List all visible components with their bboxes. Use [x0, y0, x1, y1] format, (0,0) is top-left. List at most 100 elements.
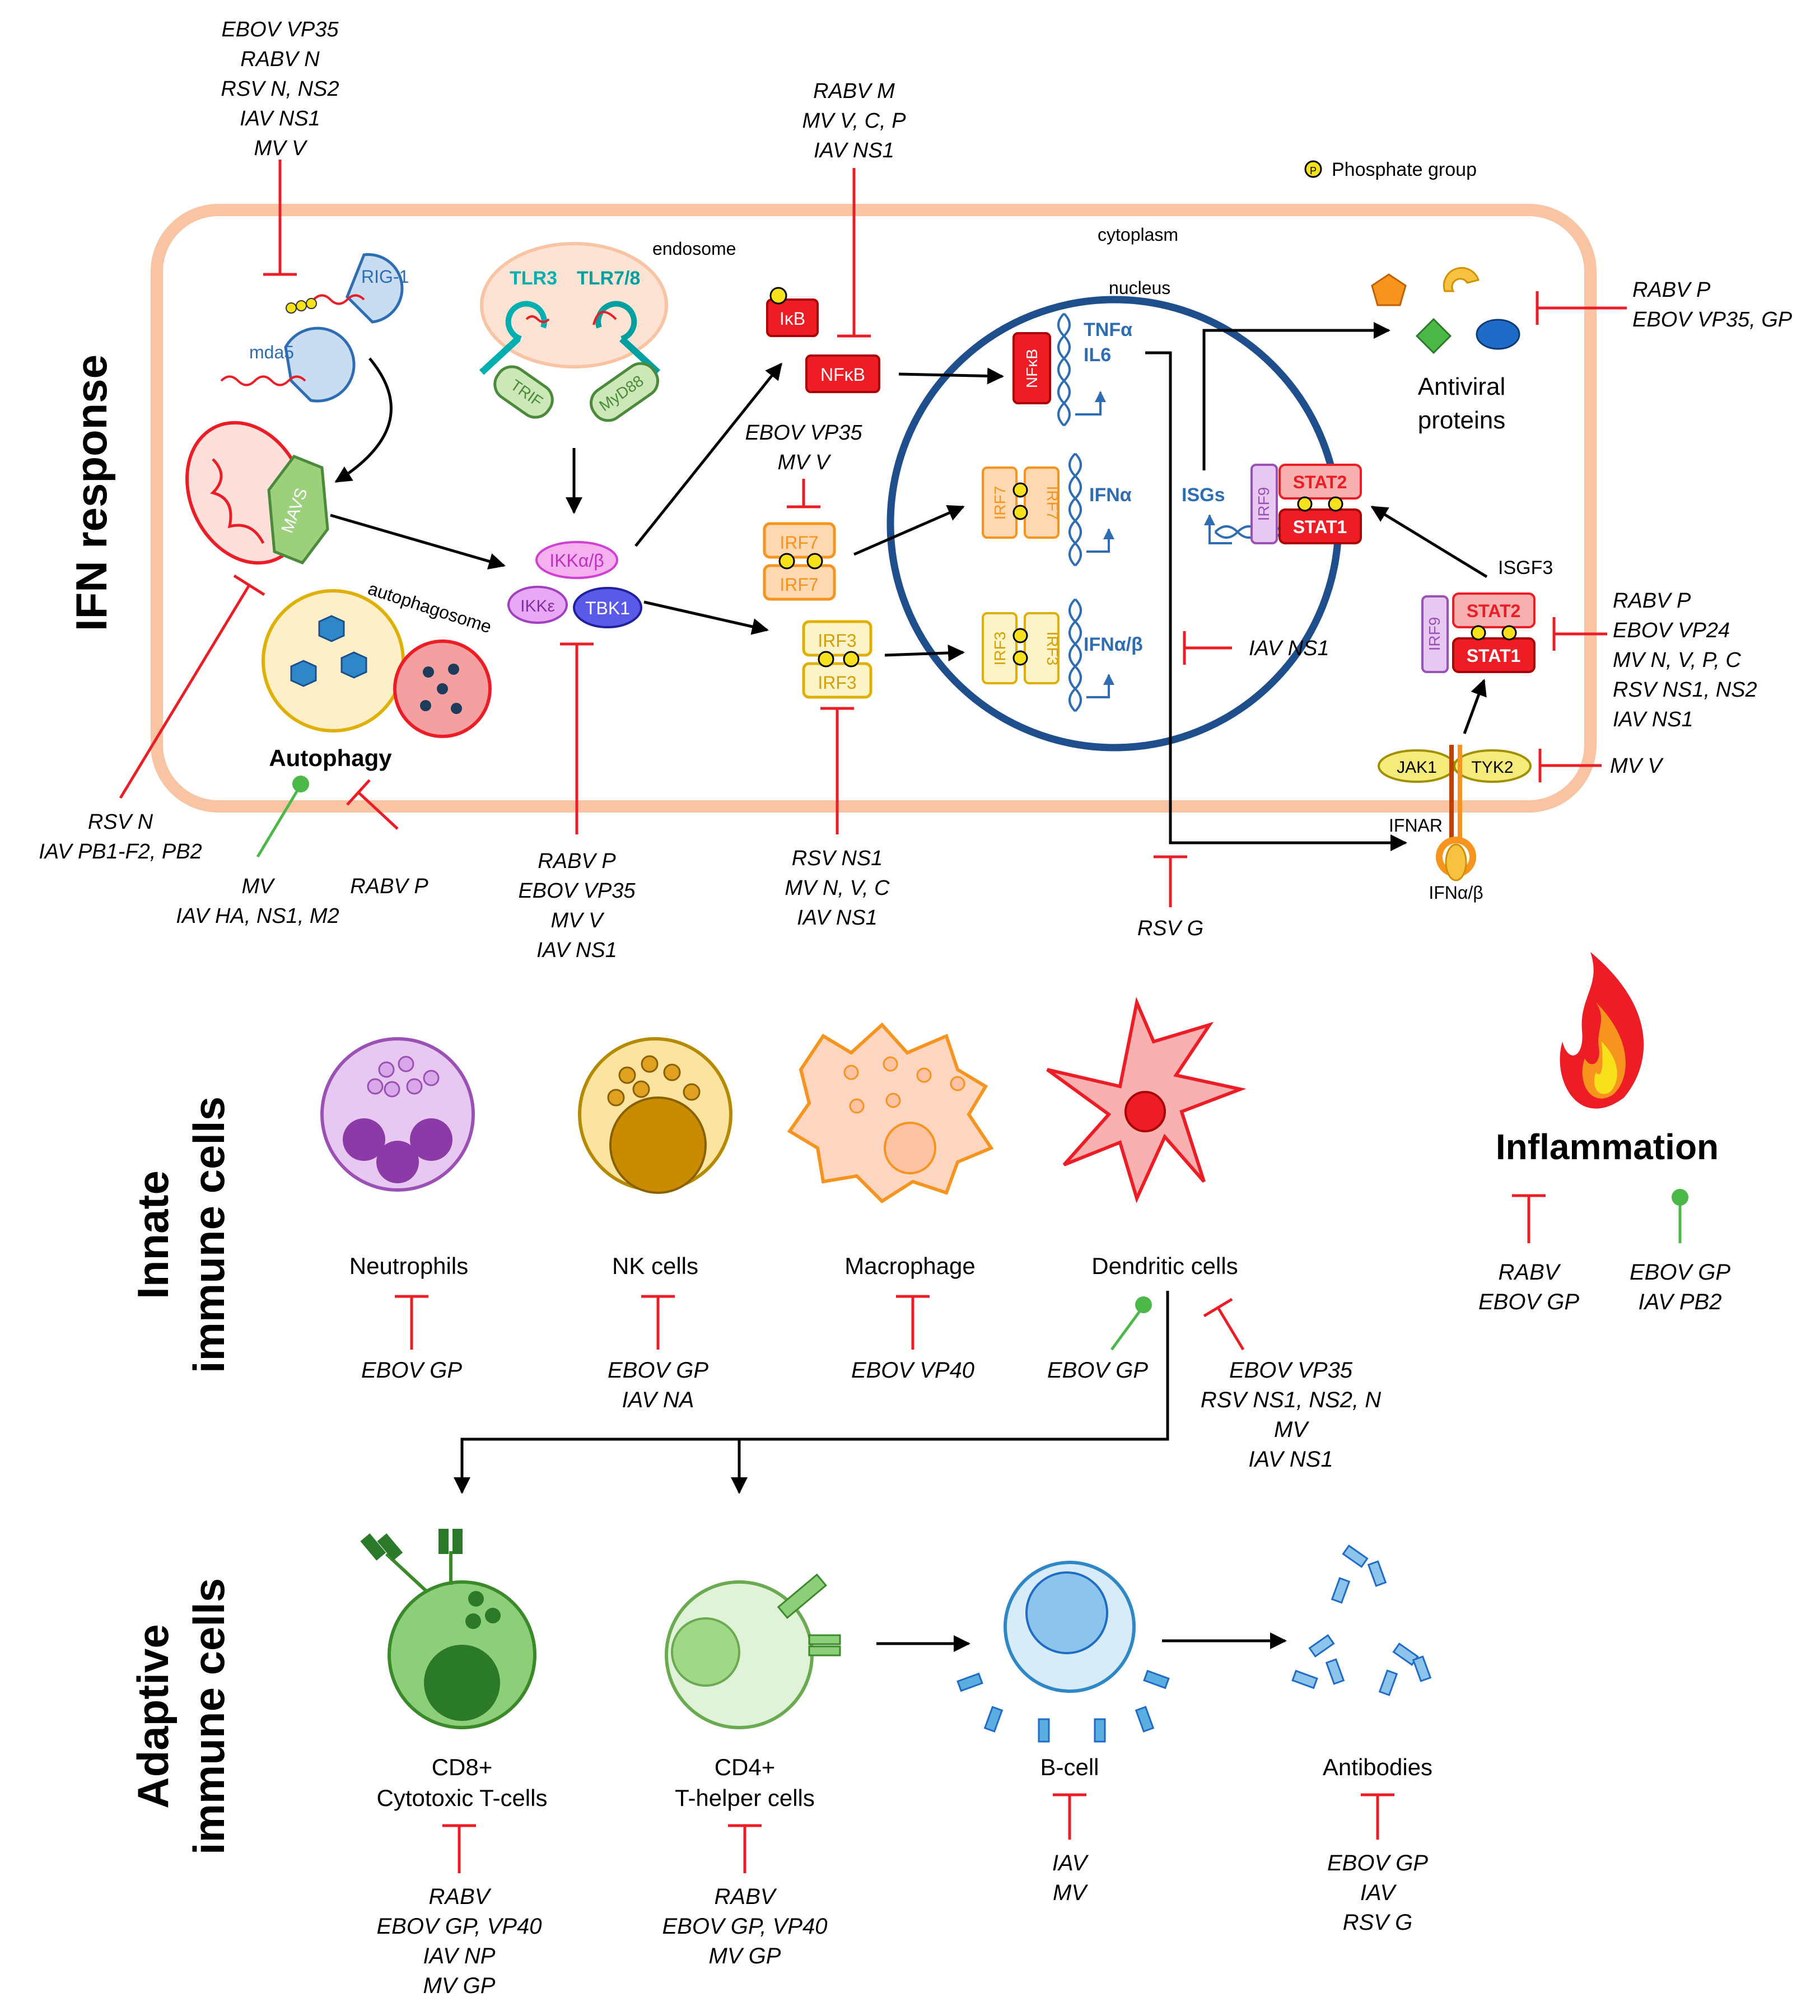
- innate-dendritic-block-4: IAV NS1: [1248, 1447, 1333, 1472]
- irf7-label-bottom: IRF7: [780, 575, 818, 595]
- arrow-ikk-to-nfkb: [634, 362, 782, 547]
- ifna-label: IFNα: [1089, 484, 1132, 506]
- ifnab-ligand-label: IFNα/β: [1429, 883, 1483, 903]
- annotation-rig-block-line-5: MV V: [254, 137, 309, 160]
- irf3-label-top: IRF3: [818, 631, 856, 651]
- irf7-label-top: IRF7: [780, 533, 818, 553]
- annotation-mavs-block-line-1: RSV N: [88, 810, 153, 834]
- adaptive-cd4-label-2: T-helper cells: [675, 1785, 815, 1811]
- stat2-nuclear-label: STAT2: [1293, 472, 1347, 492]
- promote-inflammation: [1672, 1189, 1688, 1243]
- adaptive-antibodies-label: Antibodies: [1323, 1754, 1432, 1780]
- annotation-autophagy-block: RABV P: [350, 875, 428, 898]
- tyk2-label: TYK2: [1471, 758, 1513, 777]
- annotation-tbk-block-line-2: EBOV VP35: [518, 879, 636, 903]
- irf7-nuclear-label-2: IRF7: [1044, 486, 1061, 520]
- autophagy-vesicle: [262, 589, 405, 732]
- jak1-label: JAK1: [1397, 758, 1437, 777]
- ikb-label: IκB: [780, 309, 805, 329]
- adaptive-bcell-block-2: MV: [1053, 1880, 1088, 1905]
- irf9-cytoplasm: [1421, 595, 1449, 673]
- ifnab-label: IFNα/β: [1084, 634, 1143, 655]
- innate-neutrophils-block: EBOV GP: [361, 1358, 462, 1383]
- section-title-innate-2: immune cells: [184, 1096, 234, 1373]
- annotation-autophagy-promote-line-1: MV: [242, 875, 276, 898]
- inhibit-inflammation: [1512, 1194, 1546, 1243]
- annotation-irf7-block: EBOV VP35 MV V: [745, 421, 862, 474]
- tnfa-label: TNFα: [1084, 319, 1132, 340]
- cd8-tcell: [360, 1529, 536, 1729]
- tlr78-label: TLR7/8: [577, 268, 640, 289]
- annotation-nfkb-block-line-3: IAV NS1: [814, 139, 894, 162]
- antiviral-label-1: Antiviral: [1418, 373, 1506, 400]
- innate-dendritic-block-3: MV: [1274, 1417, 1309, 1442]
- antibodies-icon: [1291, 1544, 1432, 1696]
- inflammation-block-2: EBOV GP: [1478, 1290, 1579, 1314]
- ifnar-label: IFNAR: [1389, 815, 1443, 836]
- innate-label-macrophage: Macrophage: [844, 1253, 975, 1279]
- trif-adaptor: TRIF: [493, 365, 554, 419]
- arrow-isgf3-to-nucleus: [1370, 505, 1488, 578]
- annotation-autophagy-promote-line-2: IAV HA, NS1, M2: [176, 904, 339, 928]
- inhibit-lines-ifn: [119, 160, 1627, 907]
- arrow-mavs-to-ikk: [330, 514, 506, 570]
- irf3-dimer: IRF3 IRF3: [802, 620, 872, 699]
- ikkab-label: IKKα/β: [549, 550, 604, 571]
- section-title-ifn: IFN response: [67, 354, 116, 631]
- promote-dendritic: [1110, 1296, 1152, 1351]
- stat-cyto-p2: [1501, 625, 1517, 641]
- ifn-ligand: [1445, 843, 1467, 881]
- annotation-tbk-block-line-4: IAV NS1: [536, 939, 617, 962]
- macrophage-cell: [787, 1022, 994, 1203]
- stat-nuclear-p1: [1297, 496, 1313, 512]
- endosome: [480, 242, 668, 368]
- stat1-cytoplasm: [1452, 637, 1536, 673]
- phosphate-legend-label: Phosphate group: [1332, 159, 1477, 180]
- ikkab-kinase: [535, 541, 618, 579]
- adaptive-cd8-block-1: RABV: [429, 1884, 492, 1909]
- ifnar-receptor-stem-2: [1458, 745, 1462, 857]
- adaptive-cd8-label-2: Cytotoxic T-cells: [377, 1785, 548, 1811]
- innate-nk-block-1: EBOV GP: [608, 1358, 708, 1383]
- innate-label-nk: NK cells: [612, 1253, 698, 1279]
- nfkb-nuclear: NFκB: [1012, 332, 1051, 404]
- irf7-nuclear-label-1: IRF7: [991, 486, 1009, 520]
- annotation-stat-block-line-3: MV N, V, P, C: [1613, 648, 1741, 672]
- irf3-nuclear-label-1: IRF3: [991, 632, 1009, 666]
- inflammation-promote-2: IAV PB2: [1639, 1290, 1722, 1314]
- inhibit-lines-innate: [395, 1295, 1245, 1351]
- ikke-kinase: [507, 586, 568, 624]
- autophagosome: [393, 640, 492, 738]
- stat1-nuclear-label: STAT1: [1293, 517, 1347, 537]
- il6-label: IL6: [1084, 344, 1111, 366]
- irf9-nuclear-label: IRF9: [1255, 487, 1272, 521]
- adaptive-antibodies-block-2: IAV: [1360, 1880, 1397, 1905]
- endosome-label: endosome: [652, 239, 736, 259]
- stat2-cytoplasm-label: STAT2: [1467, 601, 1521, 621]
- cell-membrane: [151, 204, 1597, 813]
- inflammation-promote-1: EBOV GP: [1630, 1260, 1730, 1285]
- dendritic-cell: [1046, 996, 1247, 1203]
- annotation-stat-block-line-4: RSV NS1, NS2: [1613, 678, 1757, 702]
- rig1-label: RIG-1: [361, 267, 409, 287]
- isgs-label: ISGs: [1182, 484, 1225, 506]
- adaptive-cd4-block-1: RABV: [715, 1884, 777, 1909]
- annotation-antiviral-block-line-2: EBOV VP35, GP: [1632, 308, 1793, 332]
- tbk1-kinase: [573, 587, 642, 628]
- ikb-protein: [766, 298, 819, 337]
- antiviral-label-2: proteins: [1418, 407, 1506, 434]
- antiviral-oval: [1476, 319, 1520, 350]
- adaptive-cd8-block-4: MV GP: [423, 1973, 496, 1998]
- flame-icon: [1560, 952, 1644, 1109]
- ikke-label: IKKε: [520, 597, 555, 615]
- annotation-nfkb-block-line-1: RABV M: [813, 80, 895, 103]
- nk-cell: [578, 1037, 732, 1194]
- irf7-nuclear: IRF7 IRF7: [982, 466, 1061, 539]
- arrow-dendritic-to-tcells: [454, 1291, 1169, 1494]
- annotation-nfkb-block: RABV M MV V, C, P IAV NS1: [802, 80, 906, 162]
- arrow-isgs-to-antiviral: [1202, 322, 1390, 470]
- annotation-antiviral-block-line-1: RABV P: [1632, 278, 1711, 302]
- adaptive-cd4-block-3: MV GP: [709, 1944, 781, 1968]
- myd88-adaptor: MyD88: [590, 362, 659, 422]
- adaptive-antibodies-block-3: RSV G: [1343, 1910, 1412, 1935]
